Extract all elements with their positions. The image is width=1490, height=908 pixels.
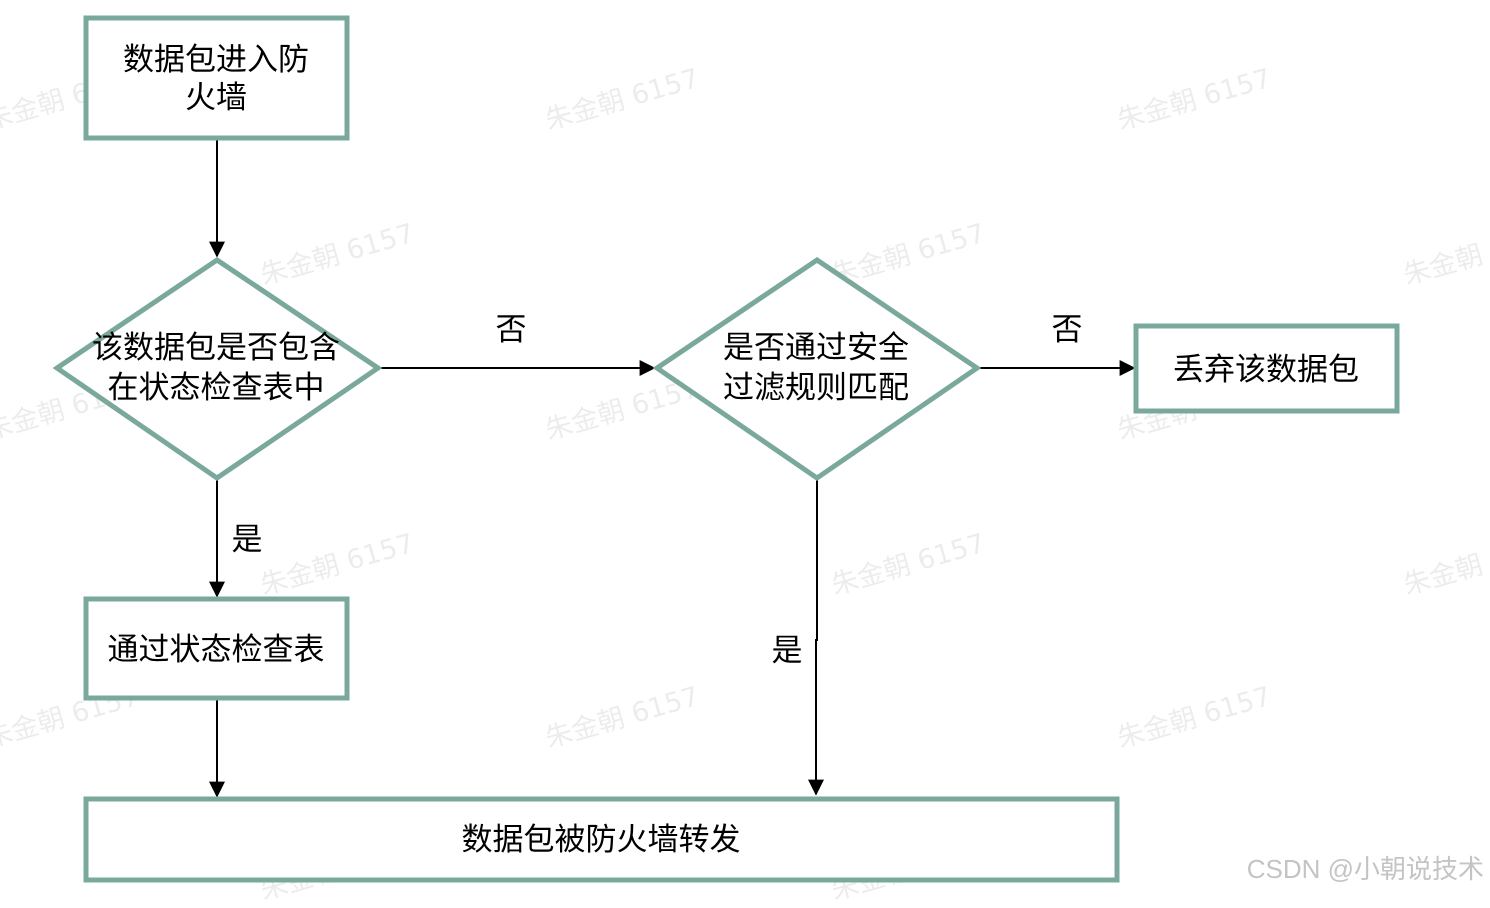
state-check-diamond (52, 256, 383, 482)
state-check-yes-label: 是 (232, 522, 263, 558)
edge-labels: 否 否 是 是 (232, 312, 1083, 669)
state-check-no-label: 否 (496, 312, 527, 348)
start-label-line1: 数据包进入防 (123, 42, 309, 78)
forward-box (83, 796, 1120, 883)
start-label-line2: 火墙 (185, 80, 247, 116)
state-check-label-line2: 在状态检查表中 (108, 370, 325, 406)
rule-match-yes-label: 是 (772, 633, 803, 669)
rule-match-diamond (652, 256, 982, 482)
drop-label: 丢弃该数据包 (1173, 352, 1359, 388)
pass-state-label: 通过状态检查表 (108, 632, 325, 668)
arrow-rule-match-yes (808, 480, 824, 796)
drop-box (1133, 323, 1400, 414)
node-labels: 数据包进入防火墙 该数据包是否包含 在状态检查表中 是否通过安全 过滤规则匹配 … (92, 42, 1359, 858)
connectors (209, 140, 1136, 798)
rule-match-no-label: 否 (1052, 312, 1083, 348)
start-box (83, 15, 350, 141)
rule-match-label-line2: 过滤规则匹配 (723, 370, 909, 406)
rule-match-label-line1: 是否通过安全 (723, 330, 909, 366)
start-label: 数据包进入防火墙 (123, 42, 309, 116)
state-check-label-line1: 该数据包是否包含 (92, 330, 340, 366)
pass-state-box (83, 596, 350, 701)
shapes (52, 15, 1400, 883)
forward-label: 数据包被防火墙转发 (462, 822, 741, 858)
credit-watermark: CSDN @小朝说技术 (1246, 854, 1484, 884)
